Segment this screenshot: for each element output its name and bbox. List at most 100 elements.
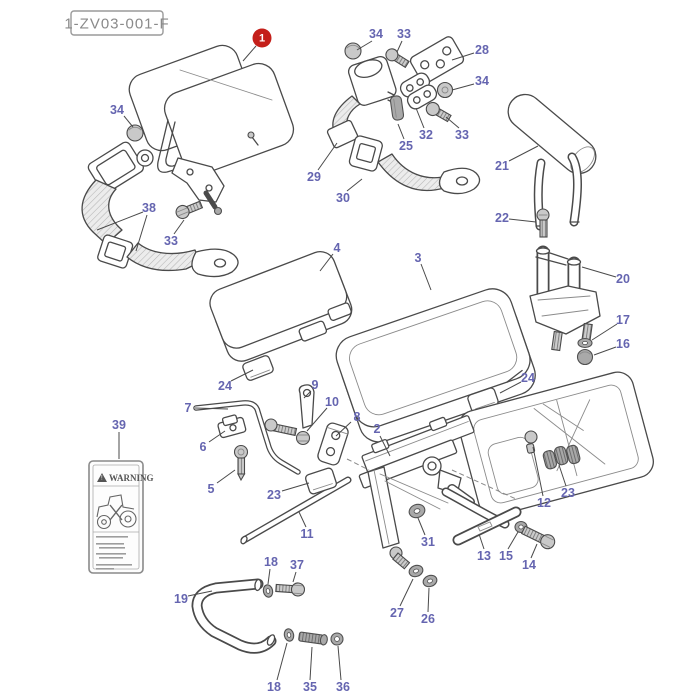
spring-bundle-23 <box>542 444 581 470</box>
part-callout-5: 5 <box>208 482 215 496</box>
callout-leader-34 <box>356 40 373 51</box>
part-callout-2: 2 <box>374 422 381 436</box>
part-callout-35: 35 <box>303 680 317 694</box>
callout-leader-4 <box>319 253 334 272</box>
cap-nut-34-left <box>126 124 144 142</box>
callout-leader-24 <box>230 369 254 382</box>
part-callout-6: 6 <box>200 440 207 454</box>
lever-9 <box>298 384 315 429</box>
bolt-33-left <box>175 200 204 220</box>
mount-bracket-set <box>389 36 465 123</box>
tractor-no-passenger-icon <box>96 494 137 530</box>
belt-strap-middle-lower <box>377 153 449 192</box>
callout-leader-38 <box>96 211 144 231</box>
part-callout-34: 34 <box>475 74 489 88</box>
linkage-bracket-20 <box>529 245 601 366</box>
clamp-6 <box>217 414 247 439</box>
seat-cushion-small <box>209 250 353 381</box>
bolt-33-middle <box>385 48 410 69</box>
part-callout-34: 34 <box>369 27 383 41</box>
callout-leader-5 <box>216 469 236 484</box>
callout-leader-26 <box>427 587 430 613</box>
pad-24-left <box>242 355 274 381</box>
armrest <box>507 93 597 238</box>
part-callout-33: 33 <box>164 234 178 248</box>
callout-leader-13 <box>478 533 485 550</box>
part-callout-39: 39 <box>112 418 126 432</box>
lever-set <box>193 384 349 495</box>
callout-leader-38 <box>135 214 148 252</box>
callout-leader-34 <box>451 83 475 91</box>
callout-leader-15 <box>507 531 519 550</box>
belt-strap-left-upper <box>81 179 123 245</box>
warning-triangle-icon: ! <box>97 473 107 482</box>
part-callout-15: 15 <box>499 549 513 563</box>
callout-leader-29 <box>317 142 338 171</box>
warning-label: ! WARNING <box>88 460 154 574</box>
callout-leader-30 <box>346 178 363 192</box>
part-callout-25: 25 <box>399 139 413 153</box>
part-callout-37: 37 <box>290 558 304 572</box>
part-callout-20: 20 <box>616 272 630 286</box>
spacer-25 <box>389 95 405 121</box>
part-callout-18: 18 <box>267 680 281 694</box>
cap-nut-34-middle <box>344 42 362 60</box>
part-callout-34: 34 <box>110 103 124 117</box>
part-callout-23: 23 <box>561 486 575 500</box>
part-callout-28: 28 <box>475 43 489 57</box>
bolt-35 <box>298 631 328 646</box>
callout-leader-21 <box>508 145 539 162</box>
armrest-pad <box>507 93 597 175</box>
part-callout-4: 4 <box>334 241 341 255</box>
part-callout-24: 24 <box>218 379 232 393</box>
screw-5 <box>233 444 249 482</box>
bracket-8 <box>317 422 349 466</box>
part-callout-36: 36 <box>336 680 350 694</box>
callout-leader-27 <box>399 578 414 607</box>
part-callout-11: 11 <box>300 527 313 541</box>
callout-leader-12 <box>532 446 544 497</box>
drawing-code-box: 1-ZV03-001-F <box>64 10 169 36</box>
part-callout-31: 31 <box>421 535 435 549</box>
rail-bar-13 <box>452 506 522 546</box>
callout-leader-25 <box>397 123 405 140</box>
part-callout-16: 16 <box>616 337 630 351</box>
frame-post <box>367 466 400 549</box>
callout-leader-31 <box>417 517 426 536</box>
bolt-33-right <box>425 101 452 123</box>
part-callout-23: 23 <box>267 488 281 502</box>
backrest-seam-line <box>179 69 273 101</box>
suspension-pan <box>458 371 654 517</box>
screw-22 <box>536 208 550 238</box>
callout-leader-18 <box>267 568 271 585</box>
washer-27 <box>408 564 424 578</box>
part-callout-3: 3 <box>415 251 422 265</box>
part-callout-29: 29 <box>307 170 321 184</box>
pad-23-left <box>304 467 338 495</box>
callout-leader-37 <box>292 571 297 583</box>
washer-26 <box>422 574 438 588</box>
callout-leader-7 <box>194 407 229 410</box>
part-callout-38: 38 <box>142 201 156 215</box>
callout-leader-11 <box>298 511 307 528</box>
callout-leader-6 <box>208 430 226 443</box>
part-callout-24: 24 <box>521 371 535 385</box>
bolt-37 <box>275 582 306 597</box>
callout-leader-33 <box>173 219 185 235</box>
callout-leader-3 <box>420 263 432 291</box>
callout-leader-10 <box>306 407 328 432</box>
part-callout-13: 13 <box>477 549 491 563</box>
part-callout-10: 10 <box>325 395 339 409</box>
callout-leader-32 <box>415 107 425 129</box>
callout-leader-9 <box>303 390 312 399</box>
nut-10 <box>295 430 311 446</box>
part-callout-21: 21 <box>495 159 509 173</box>
nut-12 <box>524 430 538 444</box>
part-callout-12: 12 <box>537 496 551 510</box>
warning-fine-print-bars <box>96 536 132 570</box>
callout-leader-35 <box>309 646 313 681</box>
callout-leader-23 <box>281 482 310 492</box>
callout-leader-8 <box>335 421 352 437</box>
drawing-code-text: 1-ZV03-001-F <box>64 16 169 33</box>
